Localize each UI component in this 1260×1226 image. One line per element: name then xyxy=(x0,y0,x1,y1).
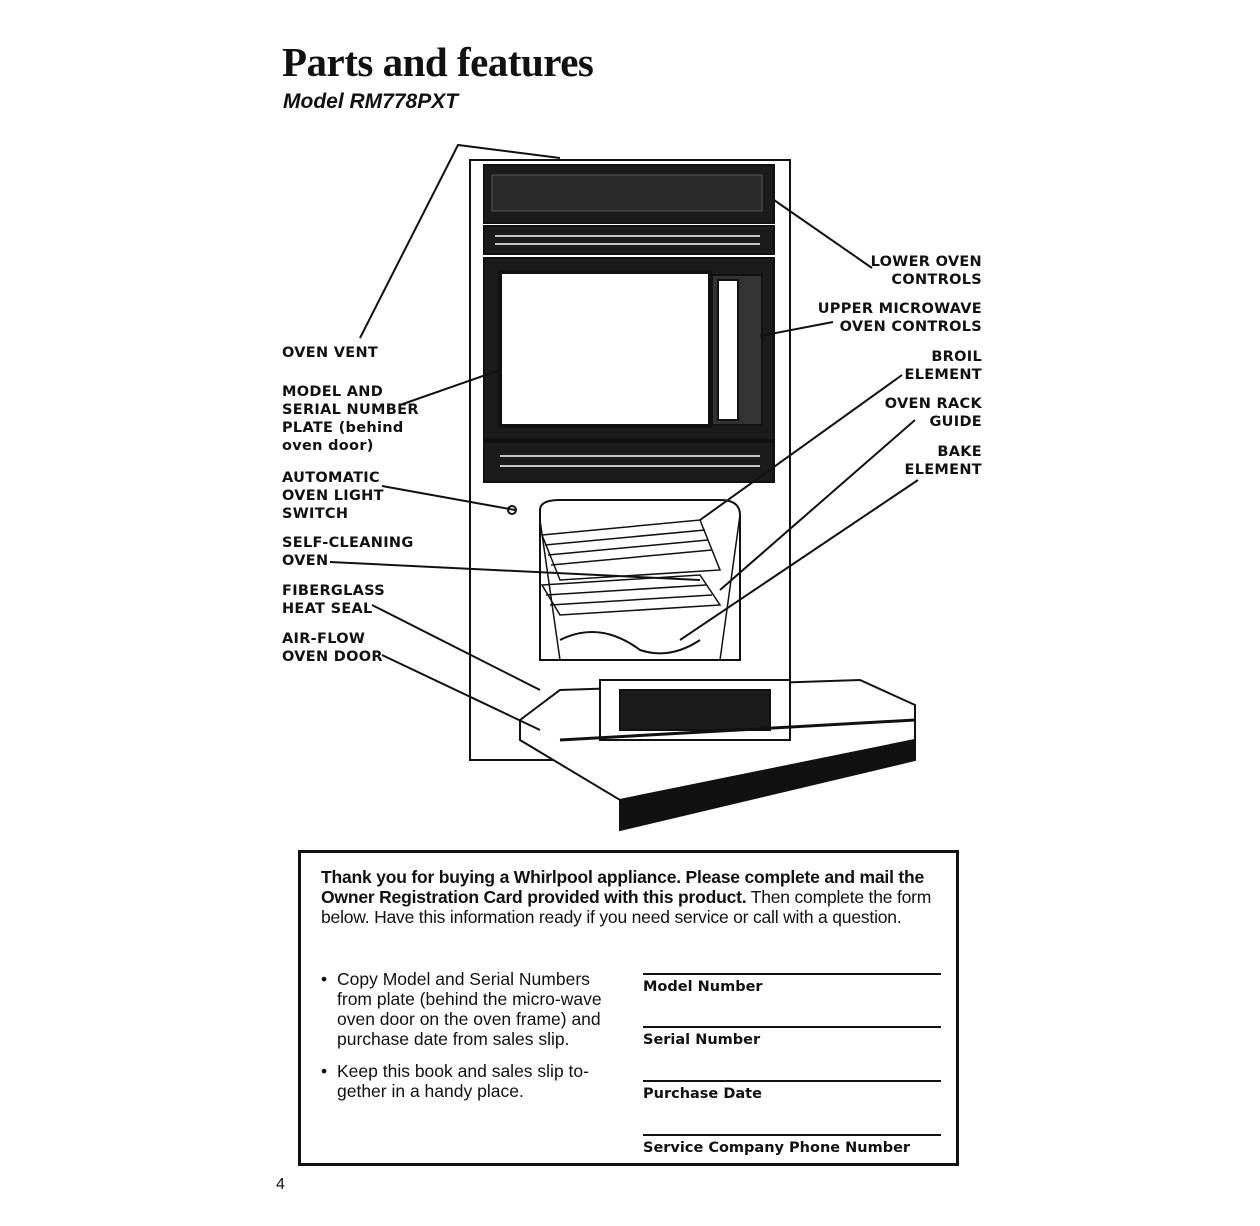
label-oven-vent: OVEN VENT xyxy=(282,345,379,361)
label-self-cleaning: SELF-CLEANING OVEN xyxy=(282,535,414,569)
model-subtitle: Model RM778PXT xyxy=(283,90,459,113)
label-auto-light: AUTOMATIC OVEN LIGHT SWITCH xyxy=(282,470,384,522)
page-number: 4 xyxy=(276,1176,285,1193)
serial-number-field[interactable]: Serial Number xyxy=(643,1026,941,1048)
list-item: Copy Model and Serial Numbers from plate… xyxy=(321,969,626,1049)
label-upper-controls: UPPER MICROWAVE OVEN CONTROLS xyxy=(817,301,982,335)
label-fiberglass: FIBERGLASS HEAT SEAL xyxy=(282,583,386,617)
purchase-date-field[interactable]: Purchase Date xyxy=(643,1080,941,1102)
list-item: Keep this book and sales slip to-gether … xyxy=(321,1061,626,1101)
registration-bullets: Copy Model and Serial Numbers from plate… xyxy=(321,969,626,1113)
registration-intro: Thank you for buying a Whirlpool applian… xyxy=(321,867,932,927)
label-lower-controls: LOWER OVEN CONTROLS xyxy=(870,254,982,288)
service-phone-field[interactable]: Service Company Phone Number xyxy=(643,1134,941,1156)
label-model-serial: MODEL AND SERIAL NUMBER PLATE (behind ov… xyxy=(282,384,419,454)
model-number-field[interactable]: Model Number xyxy=(643,973,941,995)
page-title: Parts and features xyxy=(282,39,594,85)
registration-box: Thank you for buying a Whirlpool applian… xyxy=(298,850,959,1166)
label-broil: BROIL ELEMENT xyxy=(904,349,982,383)
label-bake: BAKE ELEMENT xyxy=(904,444,982,478)
label-airflow: AIR-FLOW OVEN DOOR xyxy=(282,631,383,665)
label-rack-guide: OVEN RACK GUIDE xyxy=(884,396,982,430)
